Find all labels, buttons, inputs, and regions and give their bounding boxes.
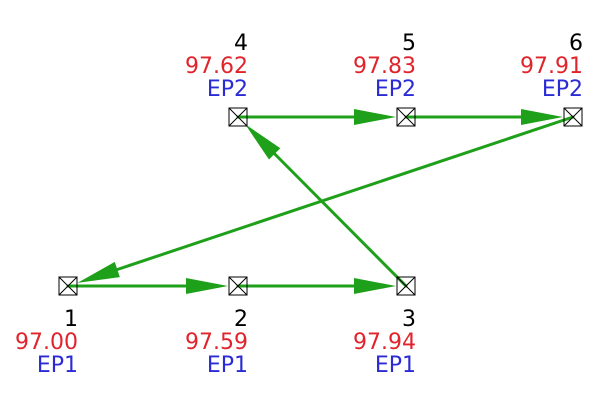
point-value: 97.59 bbox=[185, 330, 248, 355]
arrowhead bbox=[245, 124, 281, 160]
edge-6-1 bbox=[77, 115, 575, 283]
point-group: EP1 bbox=[207, 353, 248, 378]
point-marker-1 bbox=[58, 276, 78, 296]
edge-5-6 bbox=[404, 109, 563, 125]
point-id: 5 bbox=[402, 31, 416, 56]
point-group: EP2 bbox=[375, 77, 416, 102]
edges-layer bbox=[66, 109, 575, 294]
point-group: EP1 bbox=[37, 353, 78, 378]
point-id: 6 bbox=[569, 31, 583, 56]
arrowhead bbox=[354, 278, 396, 294]
edge-1-2 bbox=[66, 278, 228, 294]
point-marker-2 bbox=[228, 276, 248, 296]
point-id: 2 bbox=[234, 307, 248, 332]
point-value: 97.00 bbox=[15, 330, 78, 355]
edge-2-3 bbox=[236, 278, 396, 294]
point-marker-5 bbox=[396, 107, 416, 127]
edge-line bbox=[115, 115, 575, 271]
edge-3-4 bbox=[245, 124, 408, 288]
labels-layer: 197.00EP1297.59EP1397.94EP1497.62EP2597.… bbox=[15, 31, 583, 378]
point-id: 4 bbox=[234, 31, 248, 56]
edge-4-5 bbox=[236, 109, 396, 125]
point-marker-6 bbox=[563, 107, 583, 127]
edge-line bbox=[273, 152, 408, 288]
arrowhead bbox=[186, 278, 228, 294]
point-value: 97.83 bbox=[353, 54, 416, 79]
point-id: 1 bbox=[64, 307, 78, 332]
point-group: EP2 bbox=[207, 77, 248, 102]
arrowhead bbox=[521, 109, 563, 125]
markers-layer bbox=[58, 107, 583, 296]
point-marker-4 bbox=[228, 107, 248, 127]
point-marker-3 bbox=[396, 276, 416, 296]
point-group: EP2 bbox=[542, 77, 583, 102]
arrowhead bbox=[354, 109, 396, 125]
point-value: 97.94 bbox=[353, 330, 416, 355]
point-value: 97.91 bbox=[520, 54, 583, 79]
point-value: 97.62 bbox=[185, 54, 248, 79]
point-id: 3 bbox=[402, 307, 416, 332]
point-group: EP1 bbox=[375, 353, 416, 378]
arrowhead bbox=[77, 261, 120, 283]
